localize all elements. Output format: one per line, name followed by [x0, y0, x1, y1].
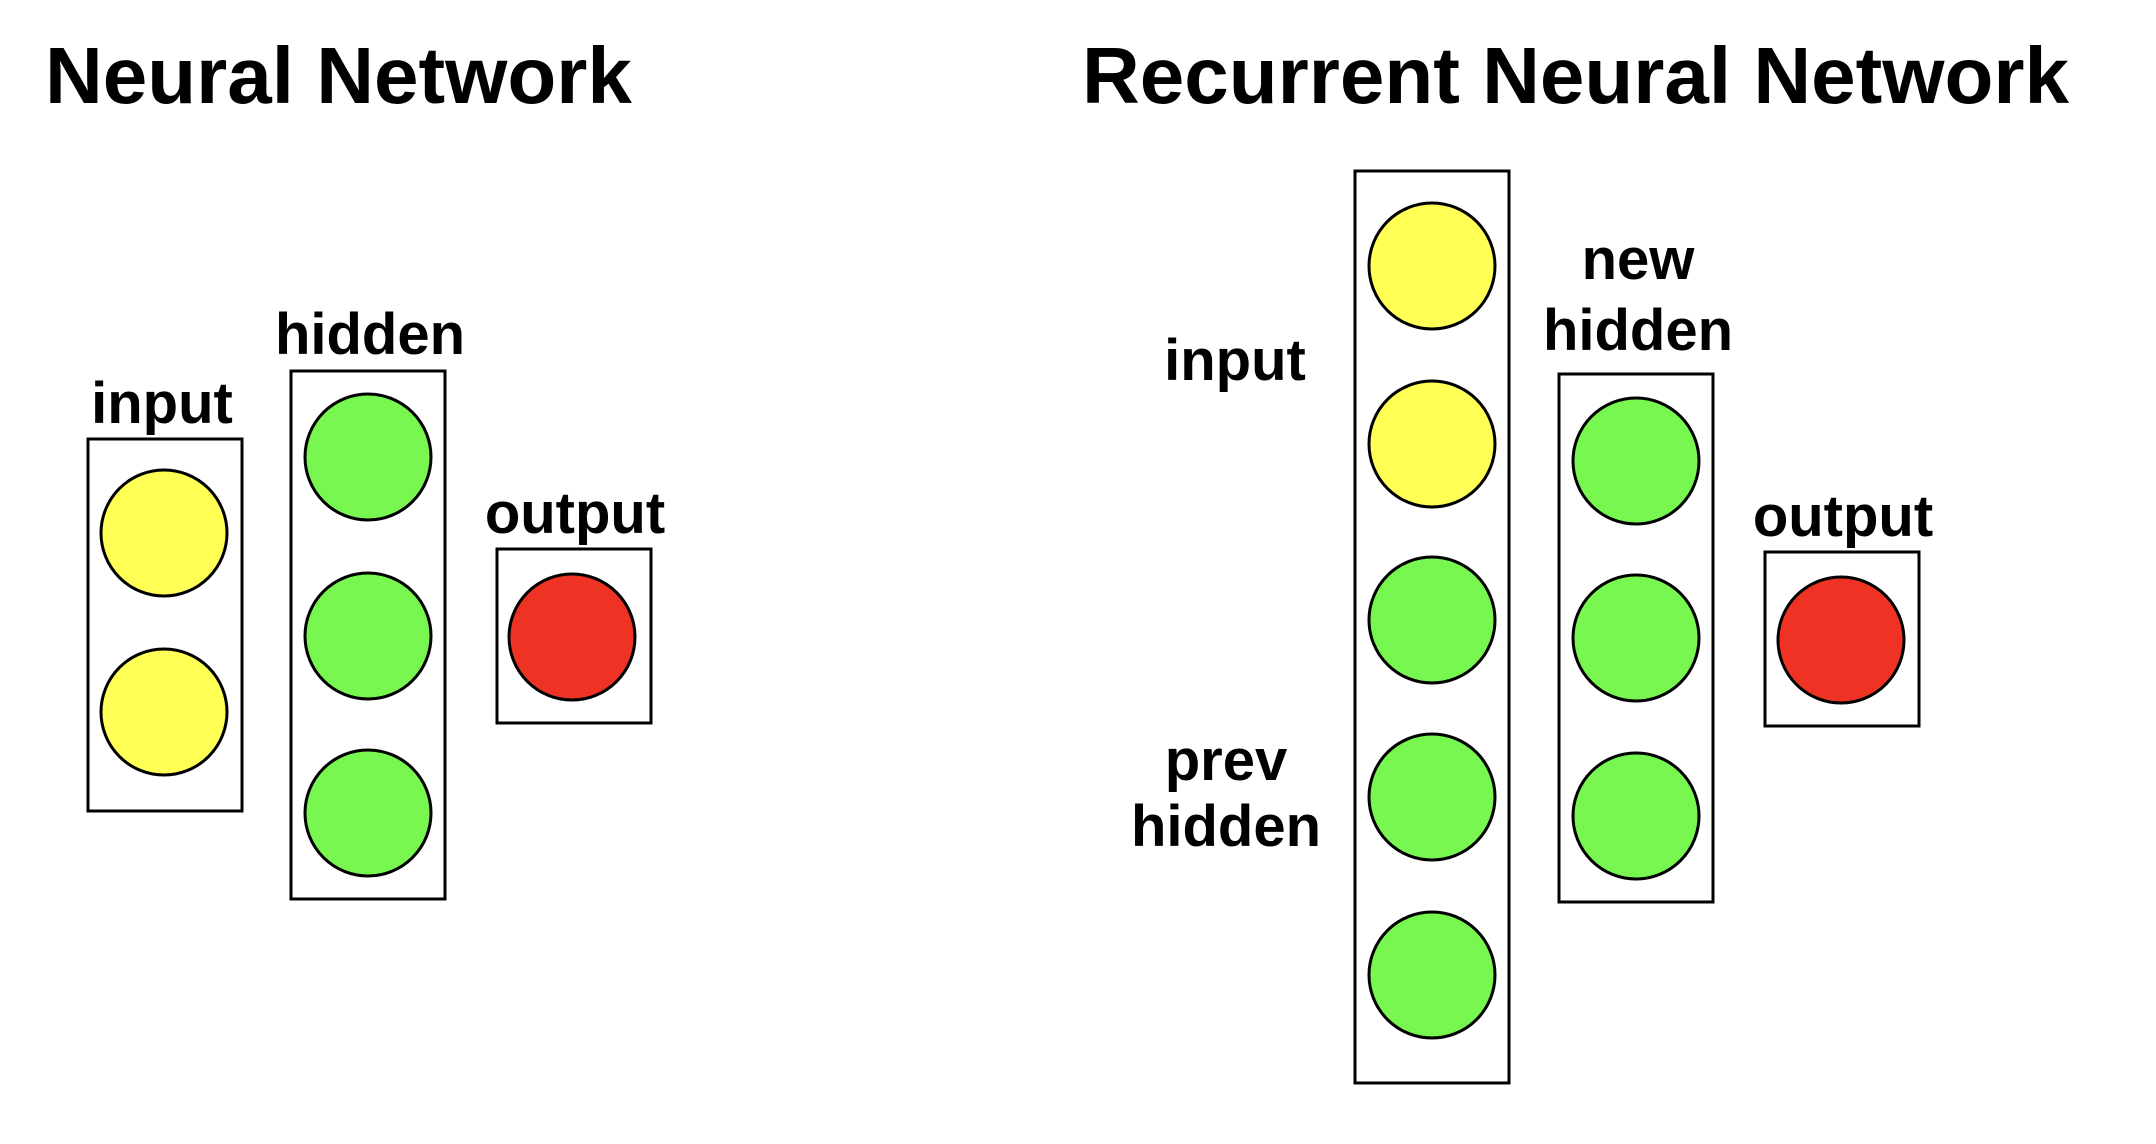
- neural-network-diagram: Neural Network input hidden output: [45, 31, 665, 901]
- rnn-new-hidden-node: [1571, 573, 1701, 703]
- rnn-input-label-group: input: [1164, 328, 1306, 393]
- nn-output-node: [507, 572, 637, 702]
- rnn-output-box: [1763, 550, 1921, 728]
- rnn-output-label: output: [1753, 484, 1933, 549]
- nn-output-box: [495, 547, 653, 725]
- rnn-new-hidden-label-line1: new: [1582, 227, 1696, 292]
- nn-hidden-layer: hidden: [275, 302, 465, 901]
- rnn-input-node: [1367, 379, 1497, 509]
- rnn-new-hidden-node: [1571, 396, 1701, 526]
- rnn-input-node: [1367, 201, 1497, 331]
- rnn-output-node: [1776, 575, 1906, 705]
- nn-input-layer: input: [86, 371, 244, 813]
- rnn-prev-hidden-node: [1367, 555, 1497, 685]
- rnn-new-hidden-node: [1571, 751, 1701, 881]
- rnn-new-hidden-label-line2: hidden: [1543, 298, 1733, 363]
- nn-hidden-node: [303, 392, 433, 522]
- nn-hidden-node: [303, 748, 433, 878]
- nn-hidden-node: [303, 571, 433, 701]
- rnn-prev-hidden-node: [1367, 910, 1497, 1040]
- rnn-new-hidden-box: [1557, 372, 1715, 904]
- rnn-combined-box: [1353, 169, 1511, 1085]
- rnn-prev-hidden-label-group: prev hidden: [1131, 728, 1321, 859]
- nn-input-node: [99, 468, 229, 598]
- rnn-title: Recurrent Neural Network: [1082, 31, 2069, 120]
- rnn-output-layer: output: [1753, 484, 1933, 728]
- neural-network-title: Neural Network: [45, 31, 632, 120]
- nn-input-node: [99, 647, 229, 777]
- rnn-title-group: Recurrent Neural Network: [1082, 31, 2069, 120]
- rnn-prev-hidden-label-line1: prev: [1165, 728, 1288, 793]
- neural-network-title-group: Neural Network: [45, 31, 632, 120]
- nn-input-label: input: [91, 371, 233, 436]
- rnn-prev-hidden-label-line2: hidden: [1131, 794, 1321, 859]
- nn-output-label: output: [485, 481, 665, 546]
- rnn-combined-layer: [1353, 169, 1511, 1085]
- rnn-new-hidden-layer: new hidden: [1543, 227, 1733, 904]
- nn-hidden-box: [289, 369, 447, 901]
- nn-hidden-label: hidden: [275, 302, 465, 367]
- recurrent-neural-network-diagram: Recurrent Neural Network input prev hidd…: [1082, 31, 2069, 1085]
- nn-input-box: [86, 437, 244, 813]
- nn-output-layer: output: [485, 481, 665, 725]
- rnn-input-label: input: [1164, 328, 1306, 393]
- rnn-prev-hidden-node: [1367, 732, 1497, 862]
